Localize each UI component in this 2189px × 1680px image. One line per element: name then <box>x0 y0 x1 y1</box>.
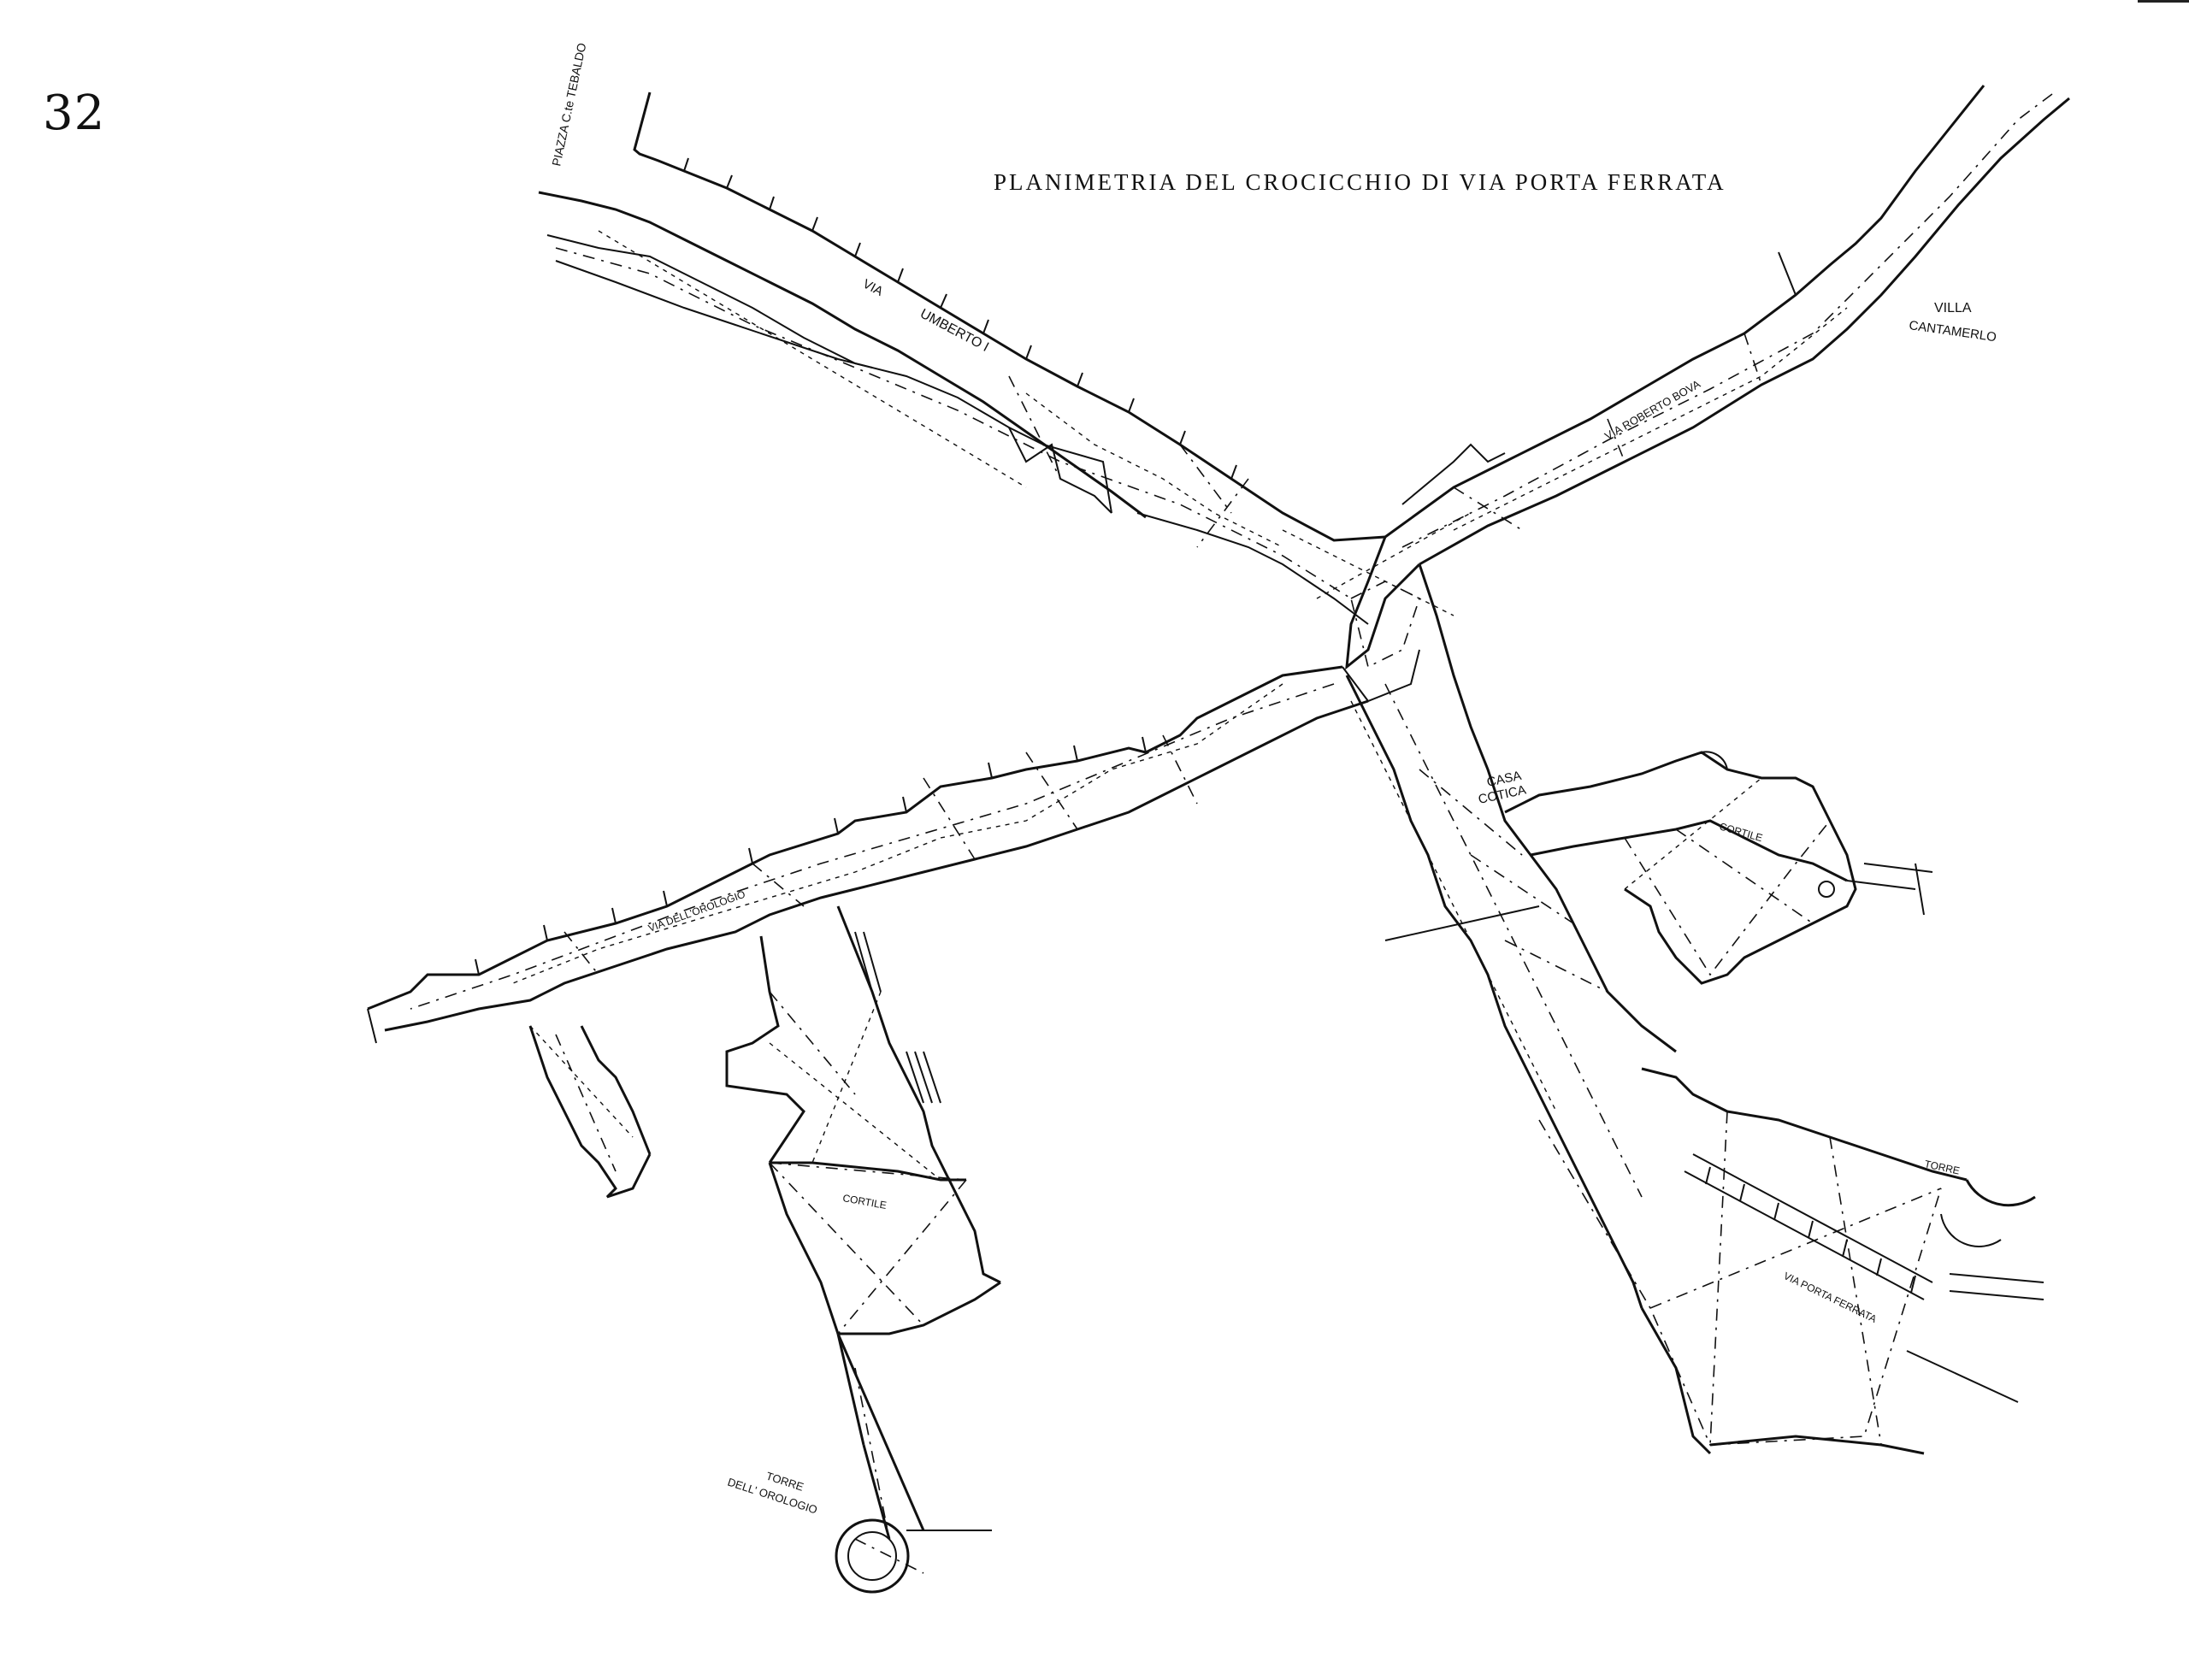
label-cortile-right: CORTILE <box>1718 820 1764 844</box>
line-to-clock-tower <box>836 1333 992 1540</box>
label-via-roberto: VIA ROBERTO BOVA <box>1602 377 1702 442</box>
central-crossing <box>1282 512 1472 703</box>
label-via-porta-ferrata: VIA PORTA FERRATA <box>1782 1270 1879 1325</box>
lower-right-area <box>1538 1067 2044 1455</box>
street-edge-ticks-north <box>683 157 1237 480</box>
street-edge-ticks-west <box>475 736 1147 976</box>
courtyard-left <box>725 905 1001 1335</box>
page-number: 32 <box>43 85 106 141</box>
clock-tower <box>835 1518 924 1594</box>
street-via-umberto <box>538 91 1386 625</box>
plan-title: PLANIMETRIA DEL CROCICCHIO DI VIA PORTA … <box>994 169 1726 195</box>
street-via-orologio <box>367 665 1369 1044</box>
label-cantamerlo: CANTAMERLO <box>1908 318 1997 345</box>
label-via-orologio: VIA DELL'OROLOGIO <box>646 888 746 934</box>
street-via-porta-ferrata <box>1345 563 1677 1309</box>
page-edge-rule <box>2138 0 2189 3</box>
label-cortile-left: CORTILE <box>841 1192 887 1211</box>
label-via: VIA <box>860 277 885 299</box>
side-lane-left <box>528 1025 652 1199</box>
street-via-roberto-bova <box>1384 85 2070 566</box>
label-villa: VILLA <box>1934 301 1972 315</box>
label-piazza: PIAZZA C.te TEBALDO <box>549 42 588 168</box>
courtyard-right <box>1504 751 1933 985</box>
